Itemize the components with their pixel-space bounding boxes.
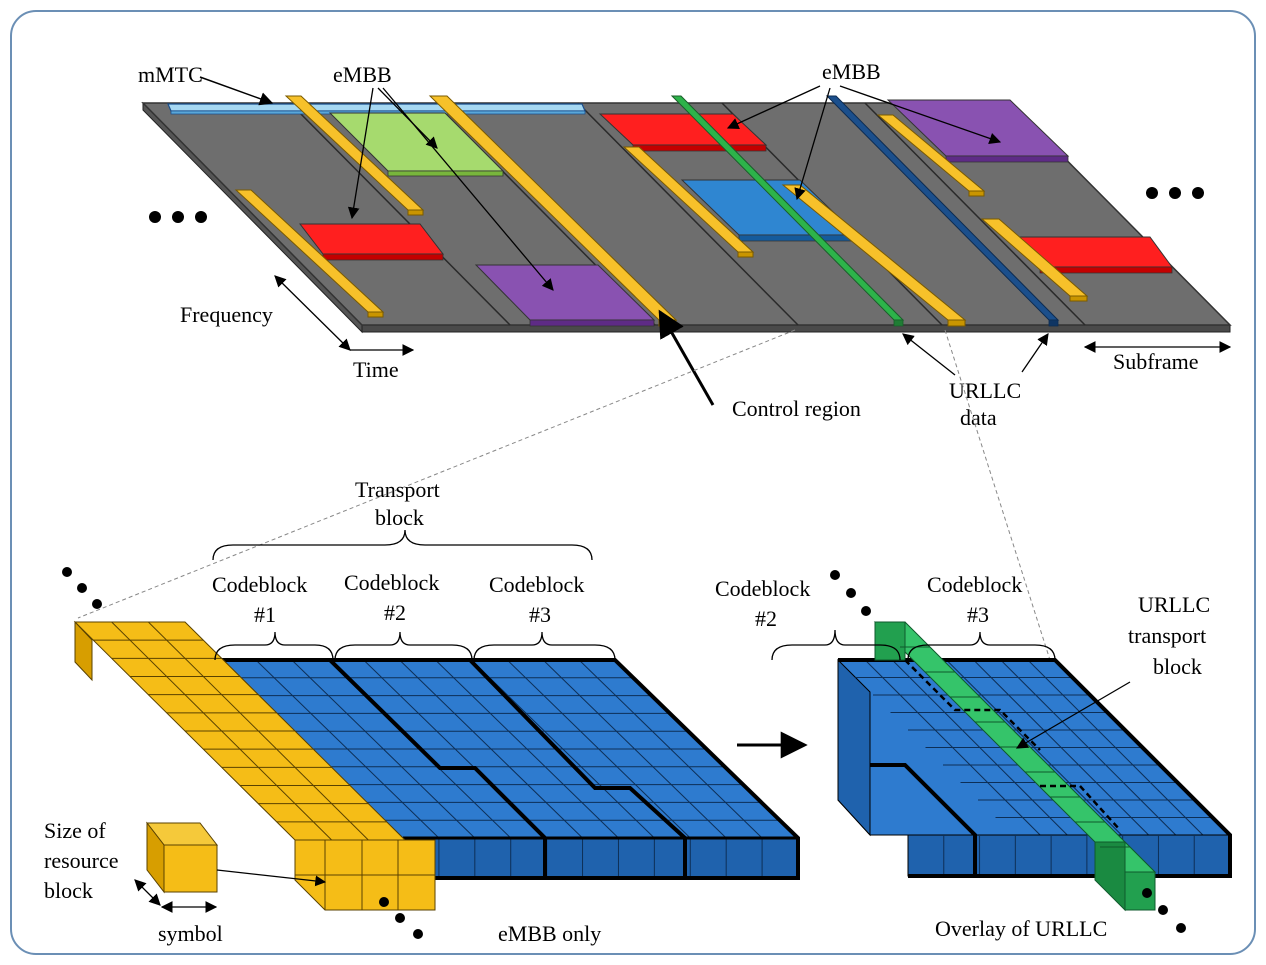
transport-block-label-2: block: [375, 505, 424, 530]
codeblock2-label-1: Codeblock: [344, 570, 439, 595]
codeblock2-right-label-2: #2: [755, 606, 777, 631]
urllc-green-bar: [670, 95, 905, 327]
overlay-label: Overlay of URLLC: [935, 916, 1107, 941]
time-label: Time: [353, 357, 399, 382]
urllc-tb-label-2: transport: [1128, 623, 1206, 648]
size-label-3: block: [44, 878, 93, 903]
mmtc-arrow: [199, 76, 274, 106]
control-region-arrow: [658, 309, 715, 406]
urllc-data-arrows: [902, 333, 1049, 376]
codeblock2-label-2: #2: [384, 600, 406, 625]
cube-pointer-arrow: [216, 869, 327, 887]
embb-codeblock-grid: [218, 658, 800, 880]
mmtc-label: mMTC: [138, 62, 203, 87]
ellipsis-bottom-left-icon: [62, 567, 102, 609]
embb-purple-block-2: [886, 99, 1070, 163]
embb-red-block-1: [298, 223, 445, 261]
embb-right-arrows: [726, 85, 1002, 201]
ellipsis-bottom-mid-icon: [379, 897, 423, 939]
control-region-label: Control region: [732, 396, 861, 421]
control-region-bars: [234, 95, 1089, 327]
zoom-guides: [77, 329, 1051, 661]
urllc-data-label-2: data: [960, 405, 997, 430]
ellipsis-bottom-far-icon: [1142, 888, 1186, 933]
codeblock3-right-label-1: Codeblock: [927, 572, 1022, 597]
codeblock2-right-label-1: Codeblock: [715, 576, 810, 601]
urllc-tb-label-1: URLLC: [1138, 592, 1210, 617]
urllc-data-label-1: URLLC: [949, 378, 1021, 403]
embb-only-label: eMBB only: [498, 921, 601, 946]
codeblock3-right-label-2: #3: [967, 602, 989, 627]
frequency-label: Frequency: [180, 302, 273, 327]
transport-block-brace: [212, 529, 593, 561]
overlay-codeblock-grid: [837, 621, 1232, 912]
ellipsis-left-icon: [149, 211, 207, 223]
embb-red-block-3: [1017, 236, 1173, 274]
urllc-navy-bar: [825, 95, 1060, 327]
codeblock-braces-left: [214, 631, 616, 661]
embb-right-label: eMBB: [822, 59, 881, 84]
subframe-label: Subframe: [1113, 349, 1199, 374]
codeblock3-label-2: #3: [529, 602, 551, 627]
codeblock1-label-1: Codeblock: [212, 572, 307, 597]
embb-red-block-2: [598, 113, 768, 152]
frequency-axis-arrow: [274, 275, 351, 351]
codeblock1-label-2: #1: [254, 602, 276, 627]
size-label-2: resource: [44, 848, 119, 873]
ellipsis-right-icon: [1146, 187, 1204, 199]
embb-green-block: [328, 112, 505, 177]
resource-size-arrow: [134, 879, 161, 906]
resource-block-cube: [145, 821, 219, 894]
urllc-tb-label-3: block: [1153, 654, 1202, 679]
embb-left-arrows: [347, 87, 554, 291]
codeblock-braces-right: [771, 629, 1056, 661]
urllc-tb-arrow: [1015, 681, 1131, 749]
transport-block-label-1: Transport: [355, 477, 440, 502]
codeblock3-label-1: Codeblock: [489, 572, 584, 597]
control-resource-column: [73, 620, 436, 911]
ellipsis-bottom-right-icon: [830, 570, 871, 616]
embb-purple-block-1: [474, 264, 656, 327]
size-label-1: Size of: [44, 818, 106, 843]
embb-left-label: eMBB: [333, 62, 392, 87]
symbol-label: symbol: [158, 921, 223, 946]
